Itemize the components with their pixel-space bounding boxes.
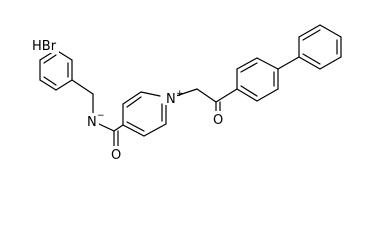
pyridinium-ring [122,91,167,137]
amide-nitrogen-charge: − [97,111,105,121]
pyridinium-nitrogen-label: N [166,92,176,107]
molecule-structure-diagram: HBr N − N + O O [31,24,342,163]
salt-label: HBr [32,39,57,54]
structure-canvas: HBr N − N + O O [31,24,342,163]
benzyl-ring [39,49,73,91]
amide-bonds [98,123,124,147]
terminal-phenyl-ring [298,24,342,70]
phenacyl-linker-bonds [175,88,238,112]
benzyl-methylene-bonds [71,79,94,115]
middle-phenyl-ring [236,57,279,102]
biaryl-bond [277,56,300,70]
amide-nitrogen-label: N [87,115,97,130]
pyridinium-nitrogen-charge: + [176,89,184,99]
ketone-oxygen-label: O [213,113,223,128]
amide-oxygen-label: O [111,148,121,163]
